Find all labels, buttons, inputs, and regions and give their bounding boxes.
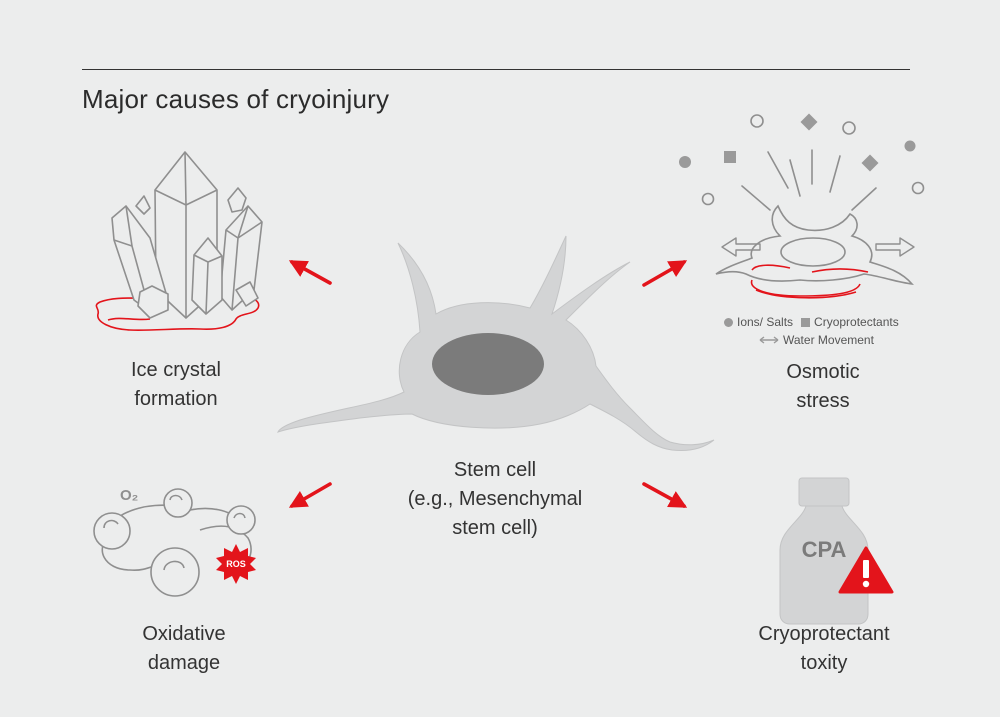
arrow-to-oxidative (288, 482, 332, 508)
arrows-group (288, 260, 688, 508)
ions-swatch (724, 318, 733, 327)
o2-label: O₂ (120, 487, 138, 504)
ros-text: ROS (226, 559, 246, 569)
osmotic-stress-icon (679, 113, 925, 344)
ice-crystal-label: Ice crystal formation (130, 359, 222, 410)
arrow-to-ice (288, 260, 332, 285)
cpa-bottle-icon: CPA (779, 477, 894, 625)
cpa-label: Cryoprotectant toxity (758, 623, 890, 674)
cryo-swatch (801, 318, 811, 327)
top-divider (82, 69, 910, 70)
stem-cell-label: Stem cell (e.g., Mesenchymal stem cell) (407, 459, 583, 539)
arrow-to-cpa (642, 482, 688, 508)
stem-cell-illustration (277, 235, 715, 451)
cpa-text: CPA (802, 537, 847, 562)
water-legend: Water Movement (783, 333, 874, 347)
oxidative-bubbles-icon (93, 488, 256, 597)
oxidative-label: Oxidative damage (142, 623, 226, 674)
page-title: Major causes of cryoinjury (82, 84, 390, 114)
osmotic-label: Osmotic stress (786, 361, 860, 412)
ice-crystal-icon (95, 151, 263, 331)
ros-badge: ROS (216, 544, 256, 584)
warning-icon (838, 546, 894, 594)
arrow-to-osmotic (642, 260, 688, 287)
